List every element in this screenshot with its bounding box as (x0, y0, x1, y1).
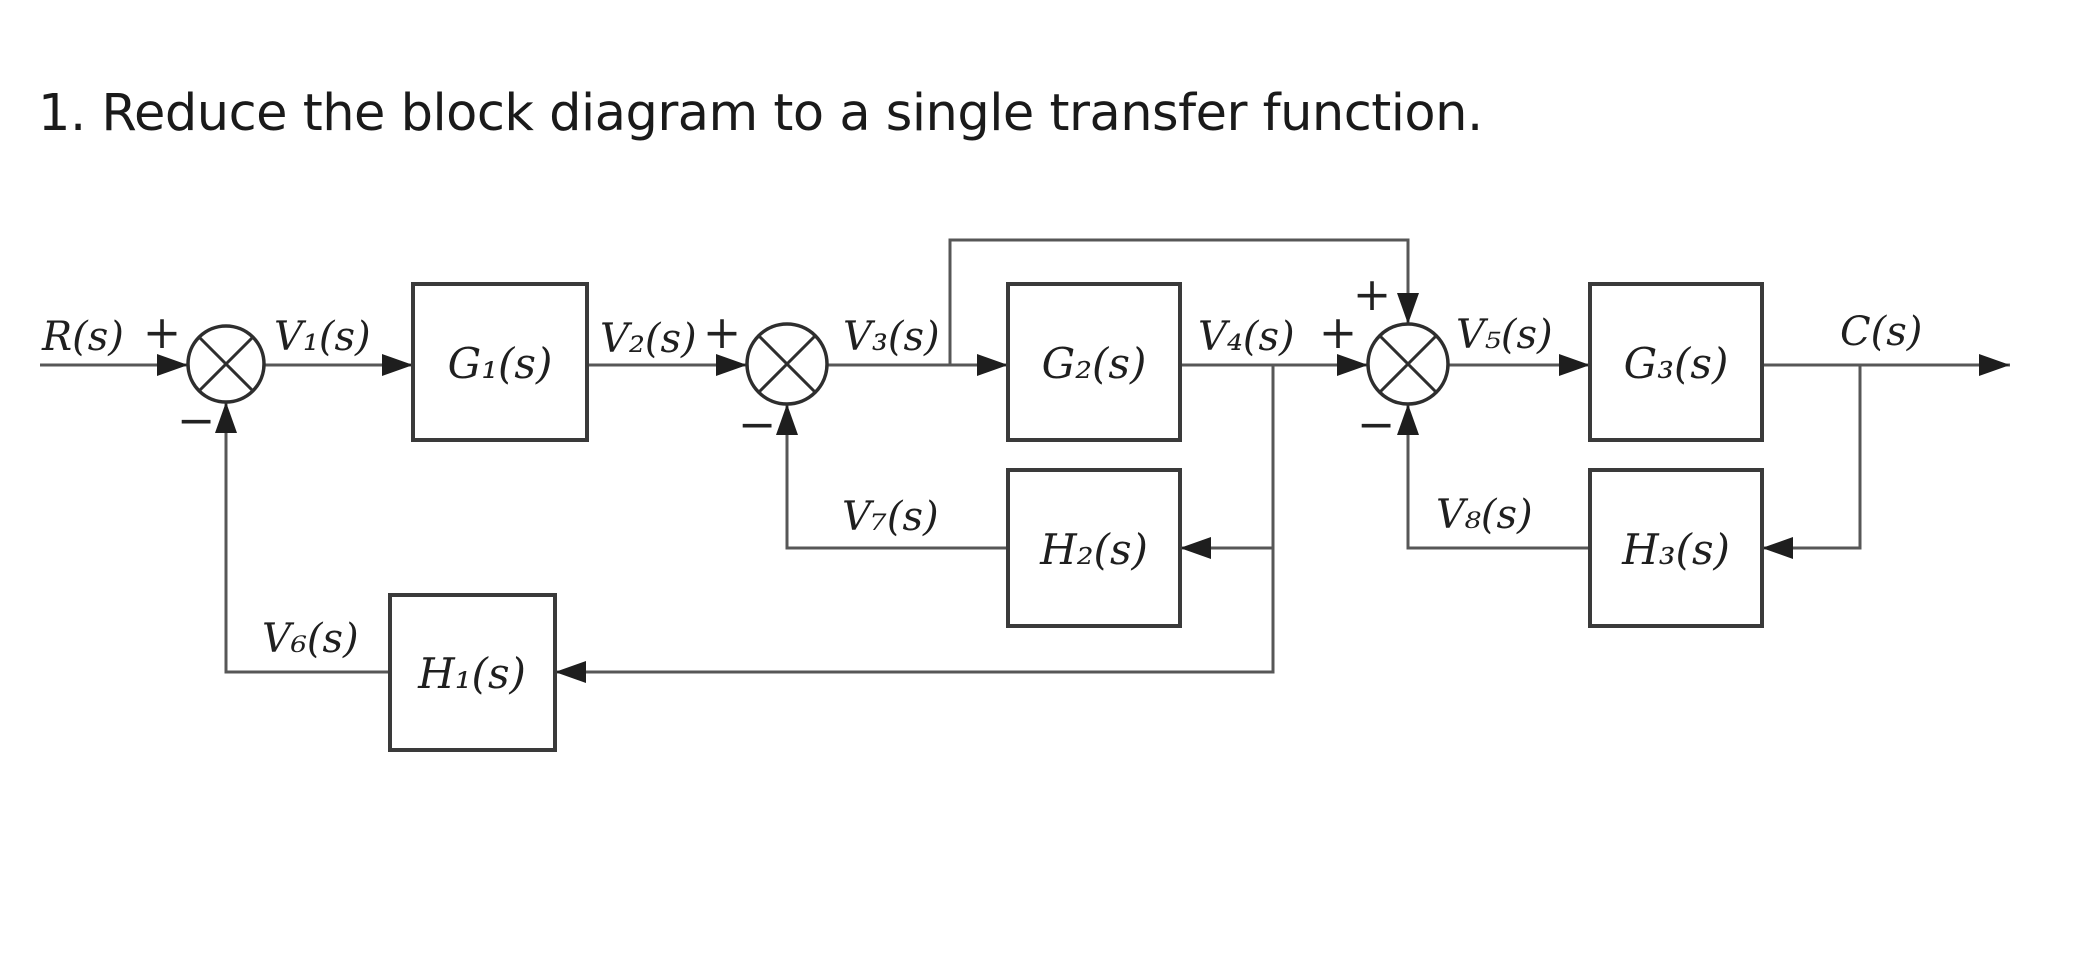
sign-sum2-minus: − (738, 397, 777, 451)
summing-junction-1 (186, 324, 266, 404)
label-v7: V₇(s) (842, 494, 939, 540)
wire-h2-to-sum2 (776, 404, 1008, 550)
sign-sum1-minus: − (177, 393, 216, 447)
block-h2: H₂(s) (1006, 468, 1182, 628)
label-v6: V₆(s) (262, 616, 359, 662)
block-g1: G₁(s) (411, 282, 589, 442)
label-v8: V₈(s) (1436, 492, 1533, 538)
block-h1-label: H₁(s) (417, 649, 526, 698)
block-g1-label: G₁(s) (448, 339, 553, 388)
block-g2: G₂(s) (1006, 282, 1182, 442)
label-input-r: R(s) (41, 314, 124, 360)
block-g2-label: G₂(s) (1042, 339, 1147, 388)
problem-title: 1. Reduce the block diagram to a single … (38, 84, 1483, 143)
block-h2-label: H₂(s) (1039, 525, 1148, 574)
sign-sum3-minus: − (1357, 397, 1396, 451)
wire-v4-pickoff-to-h1 (555, 365, 1275, 683)
wire-h1-to-sum1 (215, 402, 390, 674)
sign-sum3-plus-left: + (1319, 305, 1358, 359)
label-v5: V₅(s) (1456, 312, 1553, 358)
label-v2: V₂(s) (600, 316, 697, 362)
summing-junction-3 (1366, 322, 1450, 406)
block-g3: G₃(s) (1588, 282, 1764, 442)
sign-sum1-plus: + (143, 305, 182, 359)
block-g3-label: G₃(s) (1624, 339, 1729, 388)
label-v1: V₁(s) (274, 314, 371, 360)
label-output-c: C(s) (1840, 309, 1922, 355)
label-v4: V₄(s) (1198, 314, 1295, 360)
wire-h3-to-sum3 (1397, 404, 1590, 550)
sign-sum3-plus-top: + (1353, 267, 1392, 321)
wire-output-pickoff-to-h3 (1762, 365, 1862, 559)
block-h3: H₃(s) (1588, 468, 1764, 628)
summing-junction-2 (745, 322, 829, 406)
label-v3: V₃(s) (843, 314, 940, 360)
sign-sum2-plus: + (703, 305, 742, 359)
block-h1: H₁(s) (388, 593, 557, 752)
wire-feedforward-top (948, 238, 1419, 365)
block-h3-label: H₃(s) (1621, 525, 1730, 574)
